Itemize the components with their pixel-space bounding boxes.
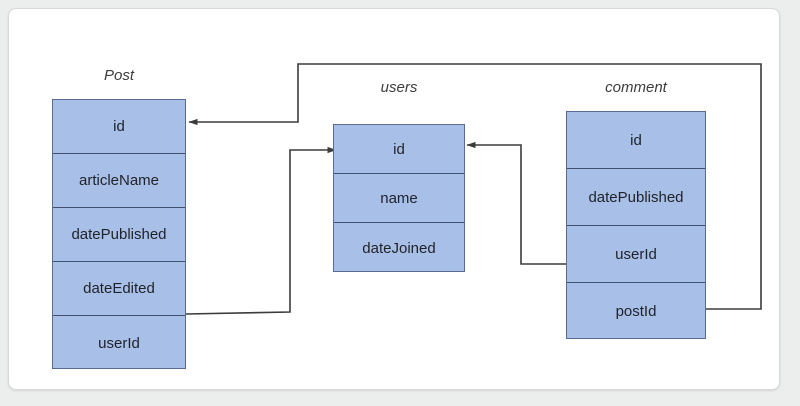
entity-post-field-id[interactable]: id <box>53 100 185 154</box>
entity-post-field-articlename[interactable]: articleName <box>53 154 185 208</box>
entity-post-field-datepublished[interactable]: datePublished <box>53 208 185 262</box>
entity-post-field-userid[interactable]: userId <box>98 334 140 352</box>
entity-users-title: users <box>380 79 418 96</box>
entity-comment-field-id[interactable]: id <box>567 112 705 169</box>
entity-comment-field-userid[interactable]: userId <box>567 226 705 283</box>
entity-users-field-id[interactable]: id <box>334 125 464 174</box>
entity-post-title: Post <box>103 67 134 84</box>
entity-comment-box[interactable]: id datePublished userId postId <box>566 111 706 339</box>
entity-users-field-datejoined[interactable]: dateJoined <box>362 239 436 257</box>
diagram-layer: Post id articleName datePublished dateEd… <box>9 9 779 389</box>
entity-post-box[interactable]: id articleName datePublished dateEdited … <box>52 99 186 369</box>
entity-post-field-dateedited[interactable]: dateEdited <box>53 262 185 316</box>
entity-users-field-name[interactable]: name <box>334 174 464 223</box>
entity-comment-field-postid[interactable]: postId <box>615 303 657 320</box>
diagram-canvas: Post id articleName datePublished dateEd… <box>8 8 780 390</box>
connector-comment-userid-to-users-id <box>466 141 566 265</box>
connector-post-userid-to-users-id <box>185 146 337 315</box>
entity-comment-title: comment <box>605 79 667 96</box>
entity-comment-field-datepublished[interactable]: datePublished <box>567 169 705 226</box>
entity-users-box[interactable]: id name dateJoined <box>333 124 465 272</box>
